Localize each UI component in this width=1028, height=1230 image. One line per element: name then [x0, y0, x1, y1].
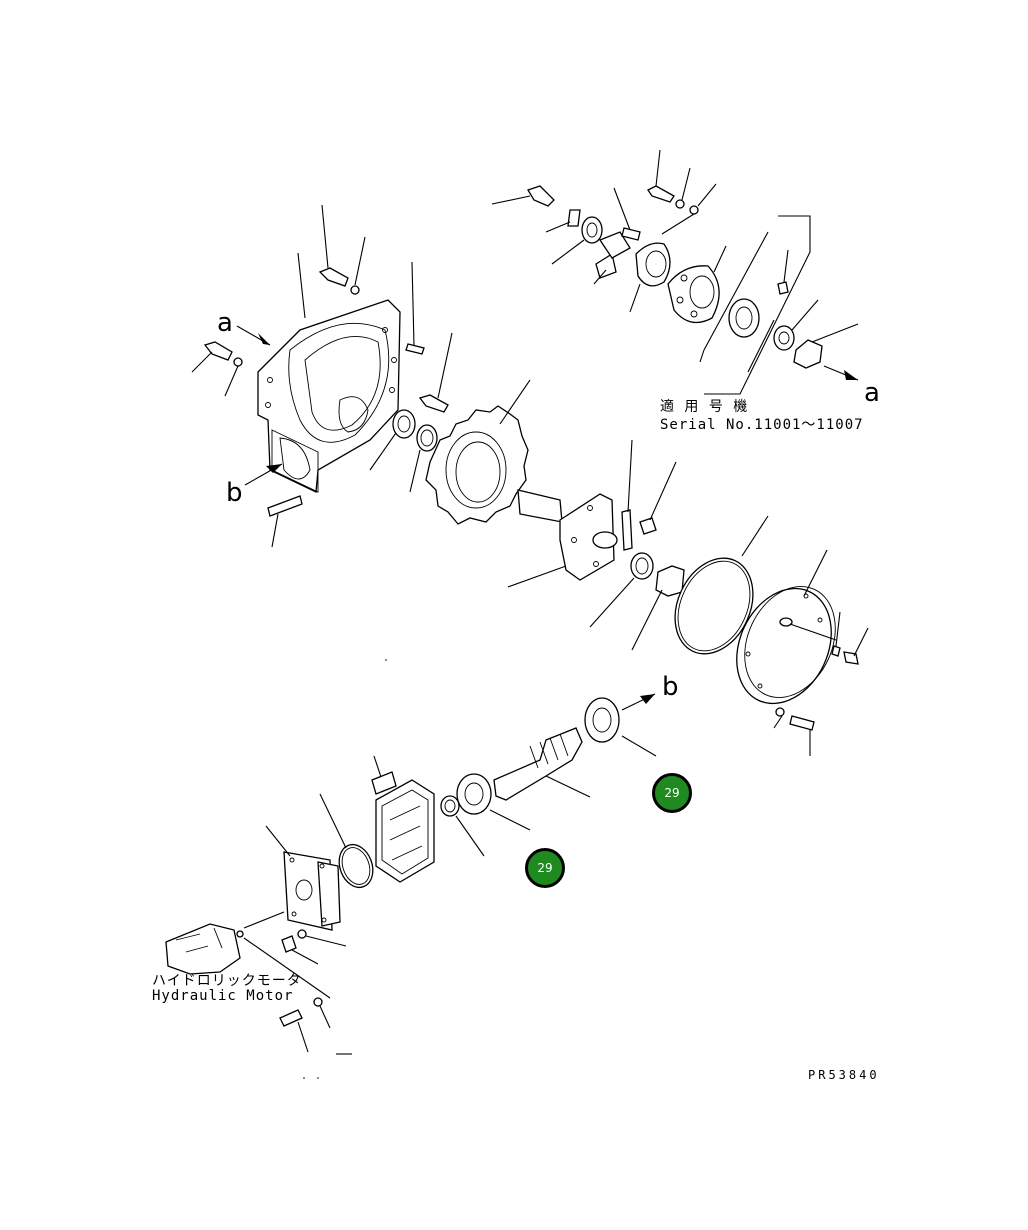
serial-bracket [704, 215, 811, 395]
motor-label-english: Hydraulic Motor [152, 988, 294, 1004]
arrow-label-a-left: a [217, 308, 233, 338]
part-callout-29-upper[interactable]: 29 [652, 773, 692, 813]
output-shaft [507, 489, 618, 588]
serial-number-range: Serial No.11001～11007 [660, 417, 864, 433]
end-cover [736, 549, 869, 756]
arrow-label-b-left: b [226, 478, 243, 508]
arrow-a-right [823, 365, 859, 381]
hydraulic-motor [165, 911, 331, 999]
motor-label-japanese: ハイドロリックモータ [152, 973, 302, 989]
callout-number: 29 [664, 786, 680, 800]
bearing-pair-upper [392, 409, 438, 452]
arrow-label-a-right: a [864, 378, 880, 408]
upper-right-assembly [491, 149, 859, 373]
shaft-small-parts [589, 439, 685, 651]
pinion-bearing-left [440, 773, 531, 857]
shim-pack [371, 755, 435, 883]
pinion-bearing-right [584, 697, 657, 757]
part-callout-29-lower[interactable]: 29 [525, 848, 565, 888]
o-ring-small [319, 793, 374, 889]
callout-number: 29 [537, 861, 553, 875]
leader-lines-housing [191, 204, 453, 548]
arrow-label-b-right: b [662, 672, 679, 702]
direction-arrows-left [236, 325, 283, 486]
gear-housing [257, 299, 401, 493]
spur-gear [425, 379, 531, 525]
drawing-number: PR53840 [808, 1068, 880, 1082]
arrow-b-right [621, 693, 656, 711]
serial-label-japanese: 適 用 号 機 [660, 399, 749, 415]
motor-adapter-plate [265, 825, 341, 931]
stray-dots [303, 659, 387, 1079]
motor-fasteners [279, 929, 352, 1055]
pinion-shaft [493, 727, 591, 801]
